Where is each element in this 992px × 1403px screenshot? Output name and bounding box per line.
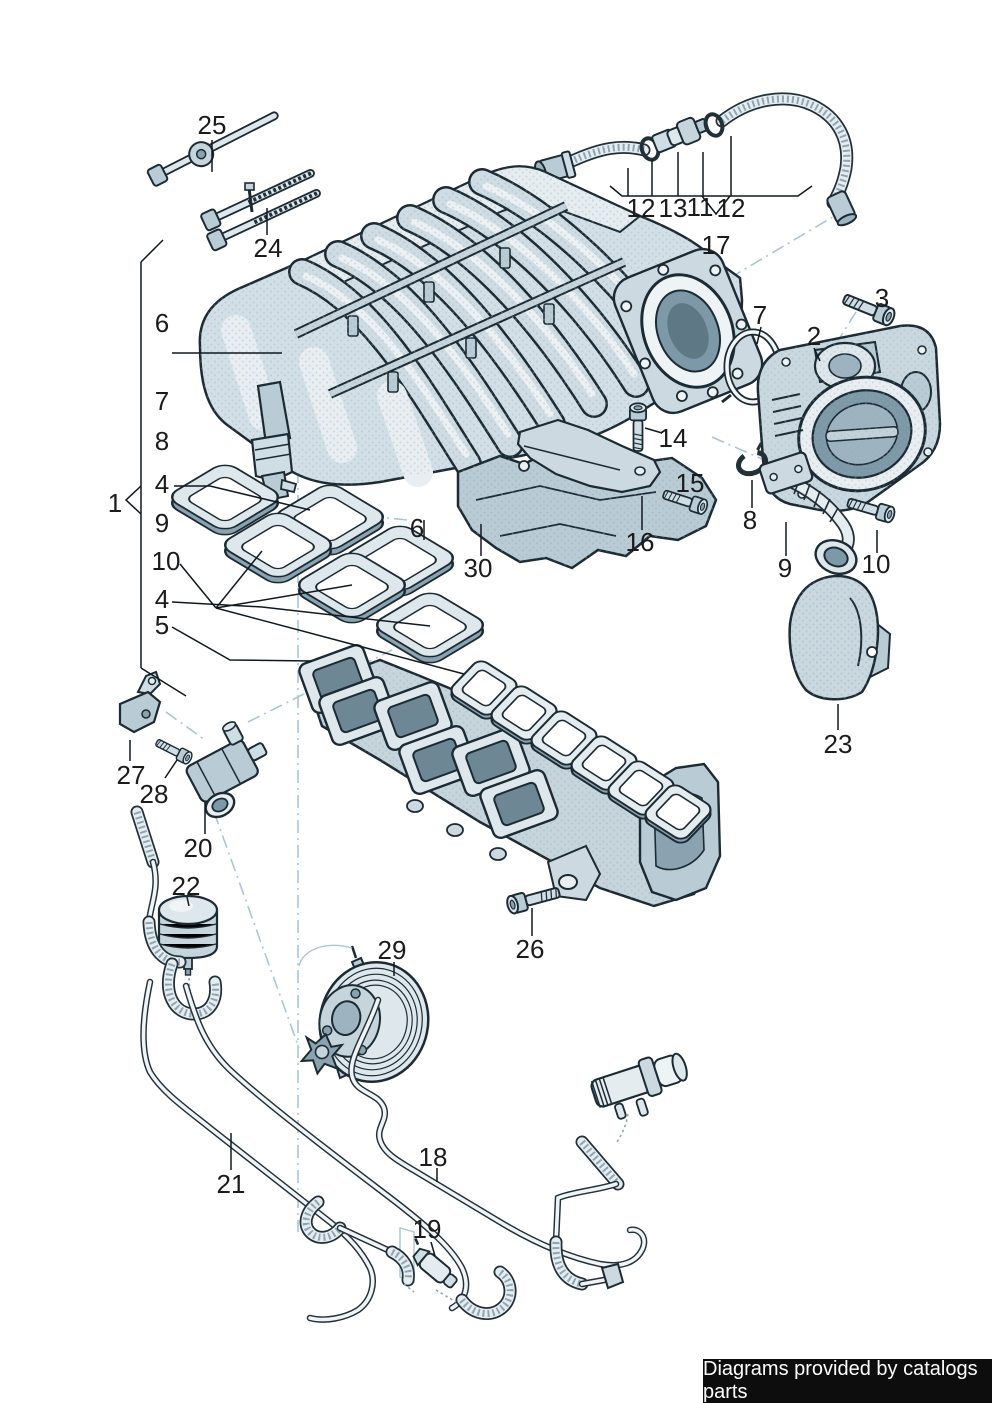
- hose-clamp-8: [735, 442, 769, 477]
- vacuum-hoses: [130, 805, 648, 1323]
- part-label-11[interactable]: 11: [687, 192, 714, 222]
- part-label-5[interactable]: 5: [155, 610, 169, 640]
- footer-credit-bar: Diagrams provided by catalogs parts: [703, 1358, 992, 1403]
- part-label-25[interactable]: 25: [198, 110, 227, 140]
- part-label-2[interactable]: 2: [807, 321, 821, 351]
- part-label-22[interactable]: 22: [172, 871, 201, 901]
- pump-29: [298, 944, 430, 1084]
- part-label-28[interactable]: 28: [140, 779, 169, 809]
- part-label-7-right[interactable]: 7: [753, 300, 767, 330]
- cable-tie-24: [200, 168, 321, 252]
- part-label-29[interactable]: 29: [378, 935, 407, 965]
- part-label-15[interactable]: 15: [676, 468, 705, 498]
- cover-23: [788, 574, 892, 701]
- bolt-26: [504, 882, 563, 916]
- upper-intake-manifold: [198, 165, 764, 502]
- part-label-12-b[interactable]: 12: [717, 193, 746, 223]
- coolant-elbow-9: [758, 451, 858, 575]
- bracket-27: [118, 670, 162, 734]
- part-label-4-a[interactable]: 4: [155, 469, 169, 499]
- breather-hose-17: [533, 92, 858, 227]
- part-label-20[interactable]: 20: [184, 833, 213, 863]
- part-label-6-left[interactable]: 6: [155, 308, 169, 338]
- part-label-24[interactable]: 24: [254, 233, 283, 263]
- part-label-9-left[interactable]: 9: [155, 508, 169, 538]
- cable-tie-25: [146, 111, 279, 187]
- bolt-14: [629, 402, 647, 452]
- part-label-8-left[interactable]: 8: [155, 426, 169, 456]
- check-valve-right: [590, 1052, 688, 1120]
- bolt-28: [153, 735, 195, 767]
- part-label-3[interactable]: 3: [875, 283, 889, 313]
- part-label-10-right[interactable]: 10: [862, 549, 891, 579]
- support-bracket-16: [516, 418, 662, 494]
- part-label-26[interactable]: 26: [516, 934, 545, 964]
- gasket-chain: [446, 656, 716, 848]
- leader-lines: [124, 136, 878, 1257]
- sensor-11: [666, 116, 709, 147]
- callout-labels: 25 24 12 13 11 12 17 3 2 7 14 15 16 30 6…: [108, 110, 891, 1244]
- part-label-30[interactable]: 30: [464, 553, 493, 583]
- port-gaskets: [164, 460, 491, 668]
- part-label-27[interactable]: 27: [117, 760, 146, 790]
- part-label-19[interactable]: 19: [413, 1214, 442, 1244]
- part-label-8-right[interactable]: 8: [743, 505, 757, 535]
- check-valve-19: [412, 1237, 458, 1289]
- part-label-10-left[interactable]: 10: [152, 546, 181, 576]
- part-label-16[interactable]: 16: [626, 527, 655, 557]
- part-label-12-a[interactable]: 12: [627, 193, 656, 223]
- damper-filter-22: [157, 894, 219, 995]
- part-label-7-left[interactable]: 7: [155, 386, 169, 416]
- part-label-14[interactable]: 14: [659, 423, 688, 453]
- part-label-21[interactable]: 21: [217, 1169, 246, 1199]
- part-label-18[interactable]: 18: [419, 1142, 448, 1172]
- part-label-1[interactable]: 1: [108, 488, 122, 518]
- part-label-23[interactable]: 23: [824, 729, 853, 759]
- part-label-6-mid[interactable]: 6: [410, 513, 424, 543]
- solenoid-valve-20: [185, 721, 268, 819]
- footer-credit-text: Diagrams provided by catalogs parts: [703, 1358, 978, 1403]
- hose-clamp-12-b: [703, 112, 725, 138]
- part-label-17[interactable]: 17: [702, 230, 731, 260]
- part-label-4-b[interactable]: 4: [155, 584, 169, 614]
- part-label-13[interactable]: 13: [659, 193, 688, 223]
- part-label-9-right[interactable]: 9: [778, 553, 792, 583]
- breather-pipe: [250, 380, 298, 502]
